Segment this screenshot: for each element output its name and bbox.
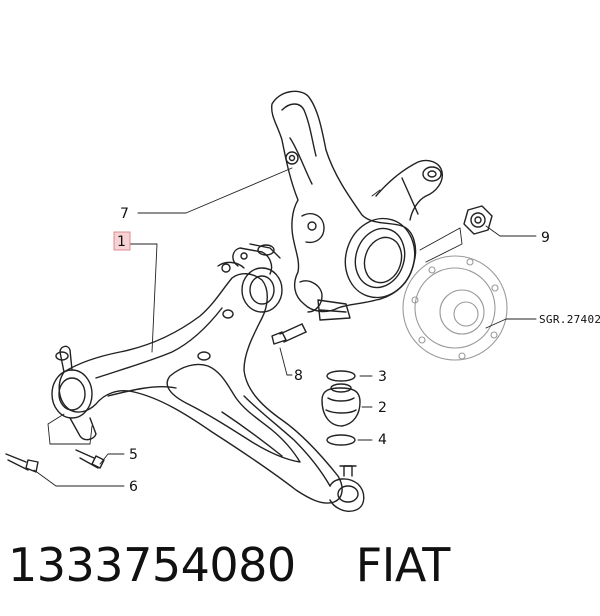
brand-name: FIAT <box>355 538 451 592</box>
callout-reference-code: SGR.27402 <box>539 313 600 326</box>
callout-5: 5 <box>129 447 138 463</box>
callout-1: 1 <box>117 234 126 250</box>
part-number: 1333754080 <box>8 538 296 592</box>
callout-3: 3 <box>378 369 387 385</box>
steering-knuckle <box>270 90 443 321</box>
bolt-8 <box>271 323 307 345</box>
callout-1-highlight <box>113 231 131 251</box>
callout-2: 2 <box>378 400 387 416</box>
callout-7: 7 <box>120 206 129 222</box>
wheel-hub <box>402 255 508 361</box>
bolt-5 <box>75 449 105 469</box>
nut-9 <box>463 205 493 235</box>
callout-4: 4 <box>378 432 387 448</box>
callout-8: 8 <box>294 368 303 384</box>
control-arm <box>51 243 365 512</box>
leader-lines <box>33 167 537 487</box>
part-caption: 1333754080 FIAT <box>8 538 450 592</box>
bolt-6 <box>5 453 39 473</box>
callout-6: 6 <box>129 479 138 495</box>
boot-and-rings <box>321 370 361 446</box>
callout-9: 9 <box>541 230 550 246</box>
